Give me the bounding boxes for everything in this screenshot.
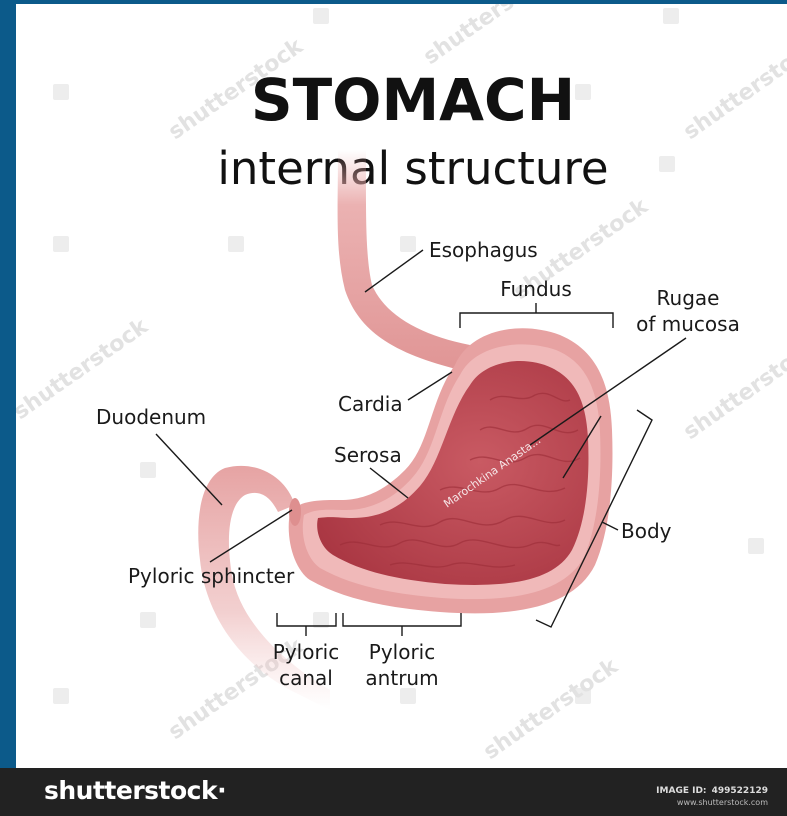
watermark-icon xyxy=(659,156,675,172)
watermark-icon xyxy=(400,236,416,252)
image-id-value: 499522129 xyxy=(712,786,768,796)
label-rugae-line2: of mucosa xyxy=(636,312,740,336)
label-pyloric-canal-line1: Pyloric xyxy=(273,640,339,664)
diagram-subtitle: internal structure xyxy=(217,142,608,195)
watermark-text: shutterstock xyxy=(479,653,624,765)
label-serosa: Serosa xyxy=(334,443,402,467)
label-duodenum: Duodenum xyxy=(96,405,206,429)
watermark-icon xyxy=(748,538,764,554)
watermark-icon xyxy=(53,84,69,100)
stock-footer: shutterstock· IMAGE ID: 499522129 www.sh… xyxy=(0,768,787,816)
label-fundus: Fundus xyxy=(500,277,572,301)
stomach-diagram: shutterstock shutterstock shutterstock s… xyxy=(16,4,787,768)
label-pyloric-antrum-line1: Pyloric xyxy=(369,640,435,664)
diagram-title: STOMACH xyxy=(251,66,575,134)
label-pyloric-canal-line2: canal xyxy=(279,666,333,690)
pyloric-sphincter-ring xyxy=(289,498,301,526)
watermark-text: shutterstock xyxy=(419,4,564,70)
watermark-icon xyxy=(663,8,679,24)
pyloric-antrum-bracket xyxy=(343,613,461,626)
image-id-line: IMAGE ID: 499522129 xyxy=(656,782,768,797)
label-esophagus: Esophagus xyxy=(429,238,538,262)
image-id-label: IMAGE ID: xyxy=(656,786,706,796)
watermark-icon xyxy=(313,8,329,24)
diagram-canvas: shutterstock shutterstock shutterstock s… xyxy=(16,4,787,768)
shutterstock-logo[interactable]: shutterstock· xyxy=(44,776,226,805)
watermark-icon xyxy=(575,84,591,100)
duodenum-leader xyxy=(156,434,222,505)
label-rugae-line1: Rugae xyxy=(657,286,720,310)
watermark-icon xyxy=(140,462,156,478)
image-meta: IMAGE ID: 499522129 www.shutterstock.com xyxy=(656,782,768,809)
watermark-icon xyxy=(140,612,156,628)
watermark-icon xyxy=(228,236,244,252)
site-url[interactable]: www.shutterstock.com xyxy=(656,797,768,809)
label-cardia: Cardia xyxy=(338,392,403,416)
fundus-bracket xyxy=(460,313,613,328)
label-pyloric-sphincter: Pyloric sphincter xyxy=(128,564,295,588)
watermark-text: shutterstock xyxy=(679,33,787,145)
label-body: Body xyxy=(621,519,672,543)
watermark-text: shutterstock xyxy=(679,333,787,445)
watermark-icon xyxy=(53,236,69,252)
watermark-icon xyxy=(53,688,69,704)
esophagus-leader xyxy=(365,250,423,292)
label-pyloric-antrum-line2: antrum xyxy=(365,666,438,690)
watermark-icon xyxy=(400,688,416,704)
